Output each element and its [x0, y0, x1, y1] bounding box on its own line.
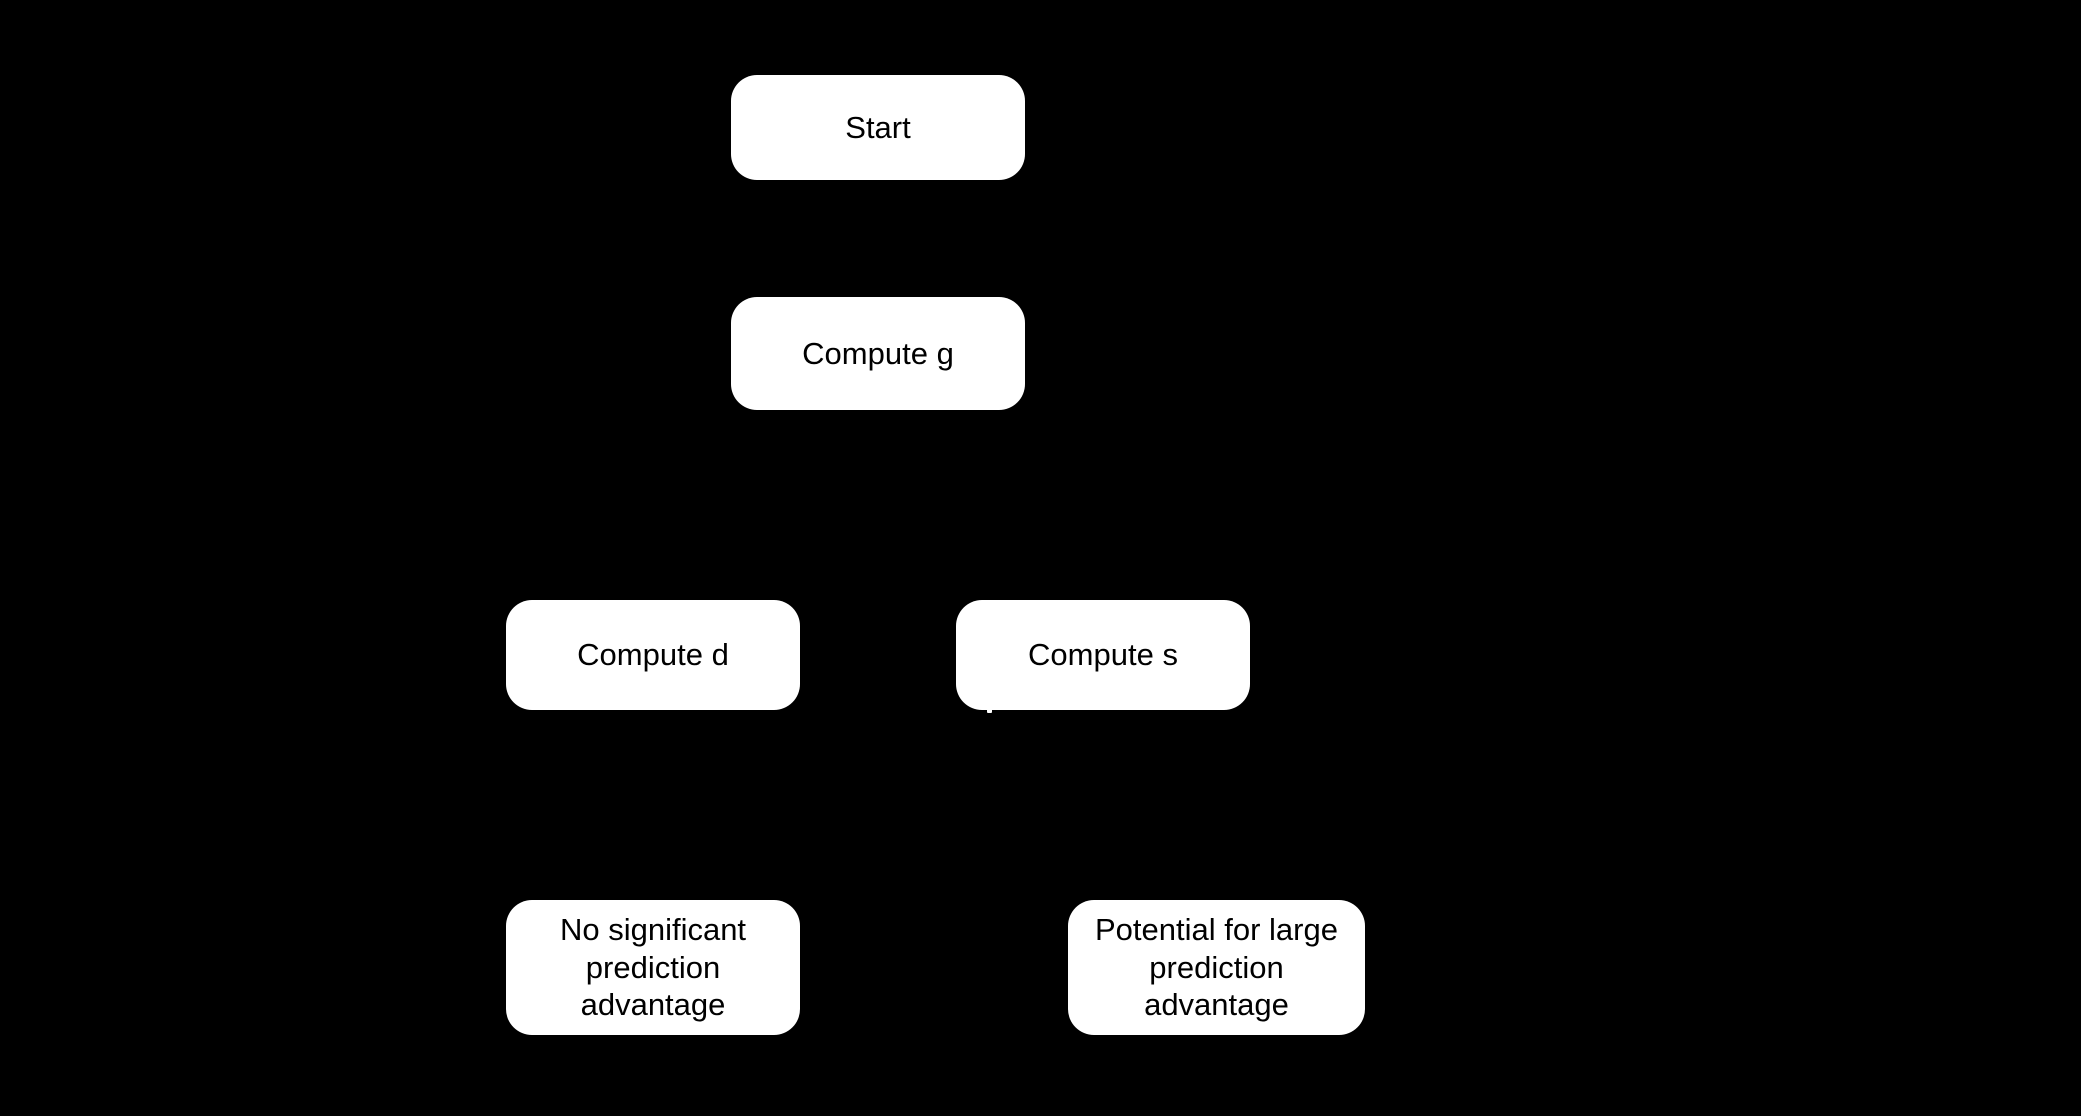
node-potential-for-large-prediction-advantage[interactable]: Potential for large prediction advantage [1068, 900, 1365, 1035]
node-compute-s-label: Compute s [1028, 637, 1178, 673]
node-compute-d[interactable]: Compute d [506, 600, 800, 710]
node-no-significant-prediction-advantage[interactable]: No significant prediction advantage [506, 900, 800, 1035]
edge-anchor-artifact-compute-s [987, 706, 992, 713]
node-compute-g-label: Compute g [802, 335, 954, 371]
node-compute-s[interactable]: Compute s [956, 600, 1250, 710]
node-potential-for-large-prediction-advantage-label: Potential for large prediction advantage [1095, 911, 1338, 1023]
node-compute-g[interactable]: Compute g [731, 297, 1025, 410]
node-start-label: Start [845, 109, 911, 145]
edge-compute-g-to-compute-d [642, 410, 880, 603]
node-no-significant-prediction-advantage-label: No significant prediction advantage [559, 911, 747, 1023]
node-compute-d-label: Compute d [577, 637, 729, 673]
edge-compute-s-to-potential-advantage [1101, 710, 1227, 903]
node-start[interactable]: Start [731, 75, 1025, 180]
edge-compute-g-to-compute-s [876, 410, 1114, 603]
